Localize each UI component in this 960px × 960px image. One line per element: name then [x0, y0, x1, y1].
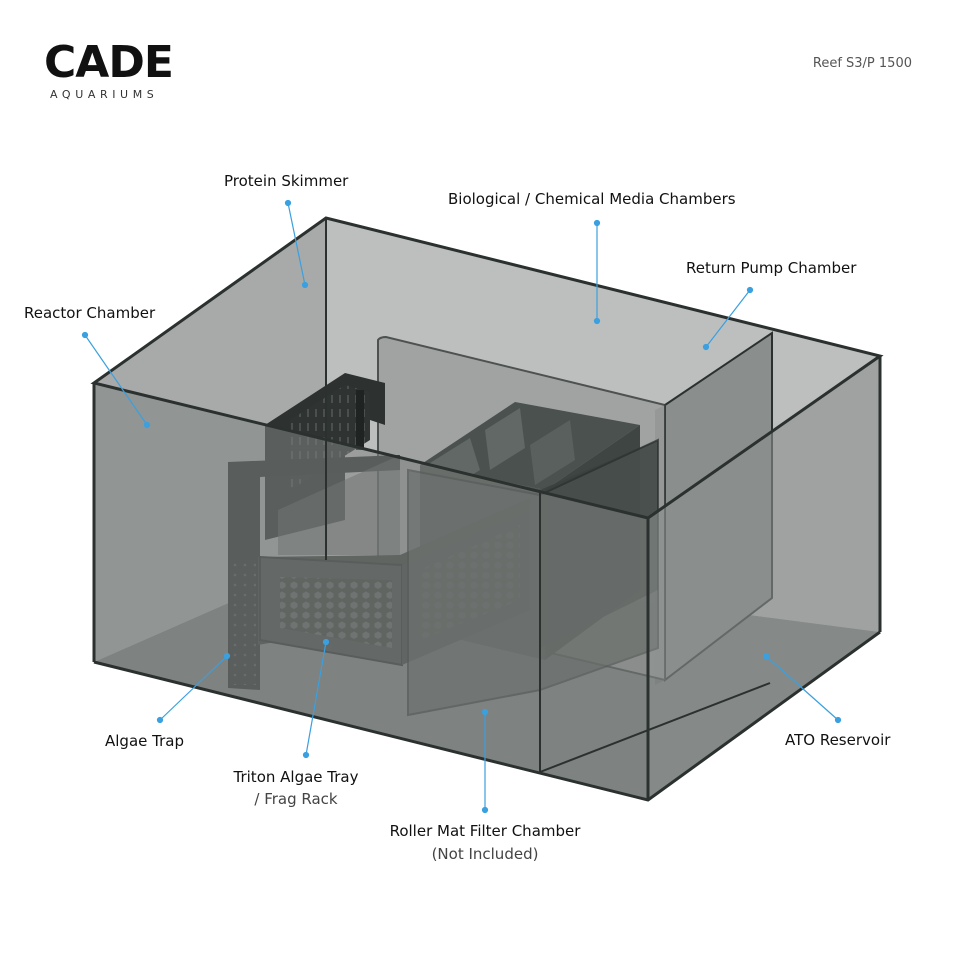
brand-name: CADE	[44, 37, 174, 88]
tank-frame	[90, 216, 884, 802]
label-return-pump: Return Pump Chamber	[686, 259, 857, 277]
label-reactor-chamber: Reactor Chamber	[24, 304, 156, 322]
label-roller-mat: Roller Mat Filter Chamber	[389, 822, 581, 840]
leader-lines	[81, 199, 842, 814]
label-algae-trap: Algae Trap	[105, 732, 184, 750]
label-bio-chem-media: Biological / Chemical Media Chambers	[448, 190, 736, 208]
label-protein-skimmer: Protein Skimmer	[224, 172, 349, 190]
brand-logo: CADE AQUARIUMS	[44, 38, 184, 104]
label-roller-mat-sub: (Not Included)	[431, 845, 539, 863]
label-ato-reservoir: ATO Reservoir	[785, 731, 891, 749]
model-name: Reef S3/P 1500	[812, 56, 912, 71]
label-triton-tray-sub: / Frag Rack	[254, 790, 338, 808]
label-triton-tray: Triton Algae Tray	[233, 768, 359, 786]
brand-subtitle: AQUARIUMS	[50, 88, 159, 101]
